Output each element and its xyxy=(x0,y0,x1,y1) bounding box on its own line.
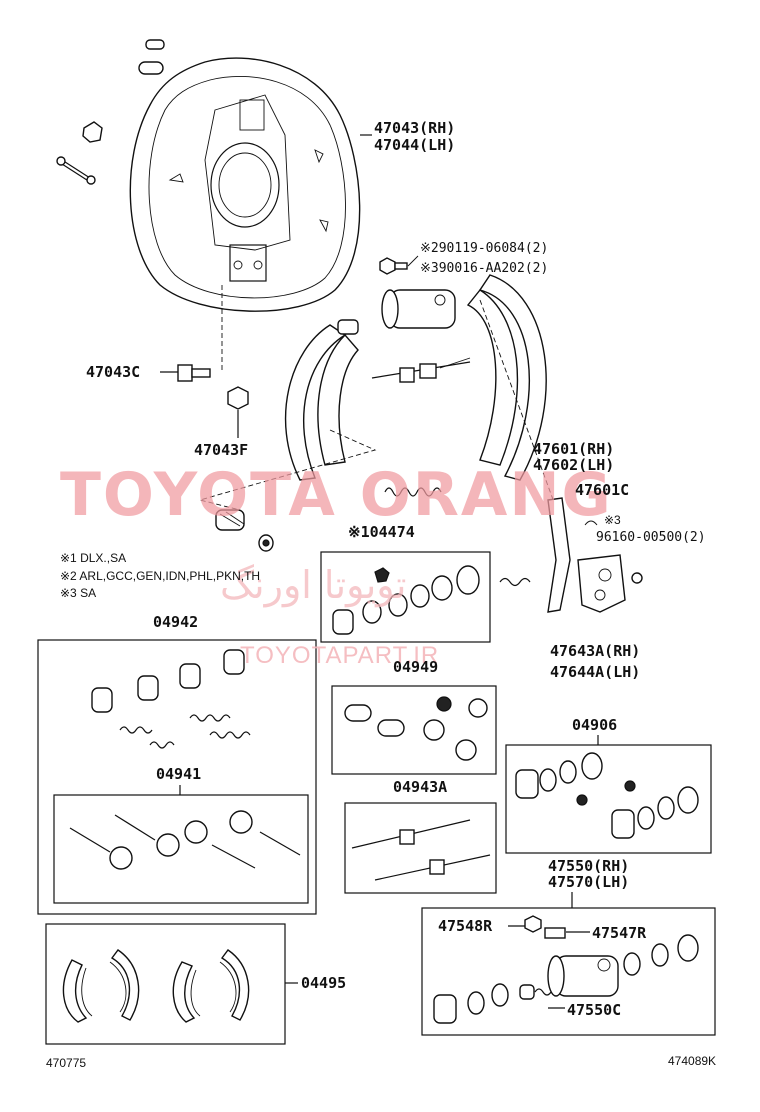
shoe-set-box xyxy=(45,923,286,1045)
spring-kit-box xyxy=(37,639,317,915)
label-wheel-cyl-kit: ※104474 xyxy=(348,523,415,541)
shoe-set-parts xyxy=(62,949,250,1023)
wheel-cyl-kit-box xyxy=(320,551,491,643)
label-shoe-rh: 47601(RH) xyxy=(533,440,614,458)
label-shoe-c: 47601C xyxy=(575,481,629,499)
label-backing-plate-lh: 47044(LH) xyxy=(374,136,455,154)
wheel-cyl-kit-parts xyxy=(332,565,480,635)
nut-drawing xyxy=(227,386,249,438)
label-bleeder-cap: 47548R xyxy=(438,917,493,935)
label-spring-kit: 04942 xyxy=(153,613,198,631)
label-bolt-note-2: ※290119-06084(2) xyxy=(420,241,548,256)
adjuster-kit-parts xyxy=(351,819,491,881)
cylinder-box xyxy=(421,907,716,1036)
ref-left: 470775 xyxy=(46,1056,86,1070)
wheel-cylinder-drawing xyxy=(381,289,456,329)
adjuster-kit-box xyxy=(344,802,497,894)
label-lever-rh: 47643A(RH) xyxy=(550,642,640,660)
cylinder-parts xyxy=(433,915,699,1024)
label-clip-part: 96160-00500(2) xyxy=(596,530,706,545)
label-bolt-note-3: ※390016-AA202(2) xyxy=(420,261,548,276)
label-clip-mark: ※3 xyxy=(604,513,621,527)
return-spring-drawing xyxy=(215,487,442,552)
label-nut: 47043F xyxy=(194,441,248,459)
note-1: ※1 DLX.,SA xyxy=(60,551,126,565)
pin-kit-parts xyxy=(69,810,301,870)
cup-kit-box xyxy=(331,685,497,775)
label-lever-lh: 47644A(LH) xyxy=(550,663,640,681)
small-hardware xyxy=(56,39,165,185)
watermark-url: TOYOTAPART.IR xyxy=(240,642,439,669)
label-cylinder-lh: 47570(LH) xyxy=(548,873,629,891)
watermark-brand: TOYOTA ORANG xyxy=(60,460,613,530)
label-cup-kit: 04949 xyxy=(393,658,438,676)
cylinder-kit-parts xyxy=(515,752,699,839)
label-bleeder: 47547R xyxy=(592,924,647,942)
label-cylinder-kit: 04906 xyxy=(572,716,617,734)
watermark-persian: تویوتا اورنگ xyxy=(220,563,407,608)
parking-lever-drawing xyxy=(499,497,643,613)
backing-plate-drawing xyxy=(129,57,361,312)
cylinder-bolt-drawing xyxy=(379,255,419,275)
label-shoe-set: 04495 xyxy=(301,974,346,992)
cup-kit-parts xyxy=(344,696,488,761)
adjuster-drawing xyxy=(371,357,471,383)
brake-shoe-right-drawing xyxy=(466,274,547,481)
note-3: ※3 SA xyxy=(60,586,96,600)
bolt-drawing xyxy=(160,364,211,382)
cylinder-kit-box xyxy=(505,744,712,854)
note-2: ※2 ARL,GCC,GEN,IDN,PHL,PKN,TH xyxy=(60,569,260,583)
pin-kit-box xyxy=(53,794,309,904)
label-bolt: 47043C xyxy=(86,363,140,381)
label-pin-kit: 04941 xyxy=(156,765,201,783)
label-adjuster-kit: 04943A xyxy=(393,778,447,796)
label-shoe-lh: 47602(LH) xyxy=(533,456,614,474)
ref-right: 474089K xyxy=(668,1054,716,1068)
brake-shoe-left-drawing xyxy=(284,319,359,481)
label-backing-plate-rh: 47043(RH) xyxy=(374,119,455,137)
spring-kit-parts xyxy=(91,649,251,749)
label-cyl-parts: 47550C xyxy=(567,1001,621,1019)
label-cylinder-rh: 47550(RH) xyxy=(548,857,629,875)
